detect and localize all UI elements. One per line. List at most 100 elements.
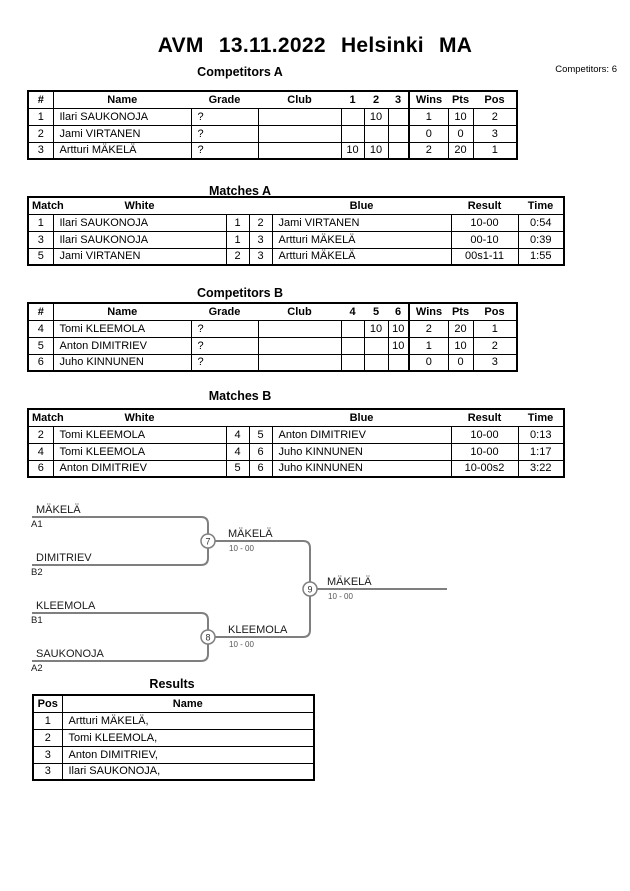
cell-pts: 20 xyxy=(447,319,474,338)
table-row: 3 Artturi MÄKELÄ ? 10 10 2 20 1 xyxy=(27,141,518,160)
col-header-game6: 6 xyxy=(388,302,409,321)
col-header-name: Name xyxy=(53,90,191,109)
cell-game5: 10 xyxy=(363,319,389,338)
col-header-game5: 5 xyxy=(364,302,388,321)
table-row: 5 Anton DIMITRIEV ? 10 1 10 2 xyxy=(27,336,518,355)
cell-blue-num: 3 xyxy=(248,247,273,266)
cell-wins: 0 xyxy=(408,124,449,143)
section-title-matches-a: Matches A xyxy=(208,184,272,198)
col-header-grade: Grade xyxy=(191,302,258,321)
cell-blue-name: Artturi MÄKELÄ xyxy=(271,230,452,249)
semifinal-1-score: 10 - 00 xyxy=(229,544,254,553)
cell-grade: ? xyxy=(190,319,259,338)
cell-wins: 2 xyxy=(408,319,449,338)
cell-num: 1 xyxy=(27,107,54,126)
cell-match-num: 6 xyxy=(27,459,54,478)
cell-game3 xyxy=(387,141,410,160)
table-row: 1 Artturi MÄKELÄ, xyxy=(32,711,315,730)
cell-result: 10-00 xyxy=(450,442,519,461)
cell-white-num: 5 xyxy=(225,459,250,478)
cell-num: 3 xyxy=(27,141,54,160)
bracket-entry-name: MÄKELÄ xyxy=(36,504,81,516)
col-header-blue-num xyxy=(249,408,272,427)
cell-match-num: 5 xyxy=(27,247,54,266)
cell-white-num: 4 xyxy=(225,425,250,444)
cell-result: 10-00 xyxy=(450,213,519,232)
cell-match-num: 2 xyxy=(27,425,54,444)
cell-pos: 3 xyxy=(472,124,518,143)
table-row: 3 Anton DIMITRIEV, xyxy=(32,745,315,764)
col-header-match: Match xyxy=(28,408,64,427)
results-table: Pos Name 1 Artturi MÄKELÄ, 2 Tomi KLEEMO… xyxy=(32,694,315,781)
table-row: 1 Ilari SAUKONOJA 1 2 Jami VIRTANEN 10-0… xyxy=(27,213,565,232)
cell-time: 3:22 xyxy=(517,459,565,478)
col-header-white-num xyxy=(226,196,249,215)
table-header-row: Pos Name xyxy=(33,694,314,713)
cell-pos: 3 xyxy=(472,353,518,372)
col-header-club: Club xyxy=(258,302,341,321)
cell-blue-name: Artturi MÄKELÄ xyxy=(271,247,452,266)
table-header-row: Match White Blue Result Time xyxy=(28,408,564,427)
cell-game3 xyxy=(387,124,410,143)
cell-game2 xyxy=(363,124,389,143)
col-header-grade: Grade xyxy=(191,90,258,109)
matches-b-table: Match White Blue Result Time 2 Tomi KLEE… xyxy=(27,408,565,478)
col-header-game4: 4 xyxy=(341,302,364,321)
cell-match-num: 3 xyxy=(27,230,54,249)
col-header-white: White xyxy=(53,408,226,427)
cell-num: 6 xyxy=(27,353,54,372)
col-header-hash: # xyxy=(28,302,54,321)
col-header-time: Time xyxy=(518,196,564,215)
cell-game5 xyxy=(363,336,389,355)
cell-white-num: 1 xyxy=(225,213,250,232)
cell-match-num: 4 xyxy=(27,442,54,461)
cell-white-num: 2 xyxy=(225,247,250,266)
cell-grade: ? xyxy=(190,124,259,143)
cell-white-num: 4 xyxy=(225,442,250,461)
cell-time: 1:55 xyxy=(517,247,565,266)
cell-club xyxy=(257,353,342,372)
cell-white-name: Ilari SAUKONOJA xyxy=(52,230,227,249)
table-header-row: # Name Grade Club 4 5 6 Wins Pts Pos xyxy=(28,302,517,321)
cell-club xyxy=(257,319,342,338)
col-header-name: Name xyxy=(53,302,191,321)
col-header-hash: # xyxy=(28,90,54,109)
cell-grade: ? xyxy=(190,353,259,372)
semifinal-1-winner-name: MÄKELÄ xyxy=(228,528,273,540)
cell-time: 0:54 xyxy=(517,213,565,232)
final-score: 10 - 00 xyxy=(328,592,353,601)
cell-game2: 10 xyxy=(363,141,389,160)
col-header-pos: Pos xyxy=(473,90,517,109)
cell-white-name: Tomi KLEEMOLA xyxy=(52,442,227,461)
cell-name: Ilari SAUKONOJA xyxy=(52,107,192,126)
section-title-competitors-b: Competitors B xyxy=(196,286,284,300)
table-row: 2 Jami VIRTANEN ? 0 0 3 xyxy=(27,124,518,143)
cell-name: Tomi KLEEMOLA, xyxy=(61,728,315,747)
cell-pts: 20 xyxy=(447,141,474,160)
cell-wins: 2 xyxy=(408,141,449,160)
cell-pts: 10 xyxy=(447,107,474,126)
cell-club xyxy=(257,141,342,160)
cell-blue-name: Juho KINNUNEN xyxy=(271,442,452,461)
table-row: 4 Tomi KLEEMOLA ? 10 10 2 20 1 xyxy=(27,319,518,338)
table-row: 3 Ilari SAUKONOJA 1 3 Artturi MÄKELÄ 00-… xyxy=(27,230,565,249)
cell-white-name: Jami VIRTANEN xyxy=(52,247,227,266)
cell-name: Jami VIRTANEN xyxy=(52,124,192,143)
cell-name: Anton DIMITRIEV xyxy=(52,336,192,355)
cell-result: 10-00s2 xyxy=(450,459,519,478)
cell-name: Artturi MÄKELÄ, xyxy=(61,711,315,730)
cell-pos: 1 xyxy=(472,141,518,160)
cell-pts: 10 xyxy=(447,336,474,355)
table-header-row: # Name Grade Club 1 2 3 Wins Pts Pos xyxy=(28,90,517,109)
col-header-pos: Pos xyxy=(473,302,517,321)
cell-result: 00-10 xyxy=(450,230,519,249)
col-header-time: Time xyxy=(518,408,564,427)
col-header-match: Match xyxy=(28,196,64,215)
cell-game3 xyxy=(387,107,410,126)
cell-num: 2 xyxy=(27,124,54,143)
cell-result: 10-00 xyxy=(450,425,519,444)
cell-game6: 10 xyxy=(387,319,410,338)
cell-pos: 2 xyxy=(472,107,518,126)
cell-blue-name: Anton DIMITRIEV xyxy=(271,425,452,444)
cell-pos: 2 xyxy=(472,336,518,355)
